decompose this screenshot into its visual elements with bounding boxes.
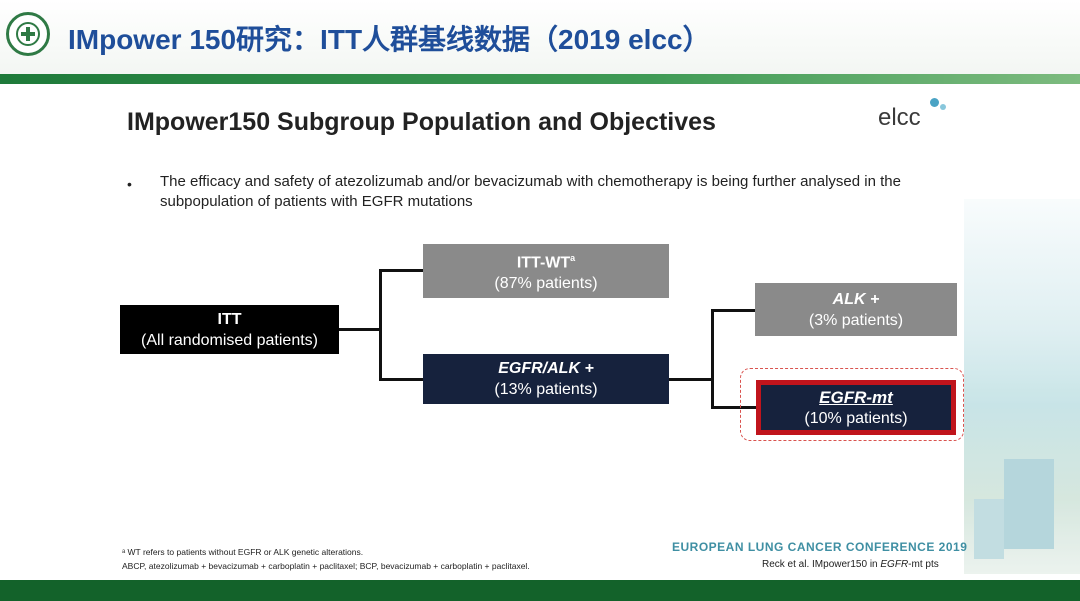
reference-italic: EGFR xyxy=(880,559,909,570)
bullet-icon: • xyxy=(127,176,132,192)
reference-text: Reck et al. IMpower150 in xyxy=(762,559,881,570)
itt-wt-footnote-mark: a xyxy=(570,252,576,263)
itt-wt-box: ITT-WTa (87% patients) xyxy=(423,244,669,298)
elcc-logo: elcc xyxy=(878,104,921,131)
hospital-emblem-icon xyxy=(6,12,50,56)
egfr-alk-box: EGFR/ALK + (13% patients) xyxy=(423,354,669,404)
itt-sublabel: (All randomised patients) xyxy=(141,331,318,349)
reference: Reck et al. IMpower150 in EGFR-mt pts xyxy=(762,559,939,570)
itt-wt-label: ITT-WT xyxy=(516,254,571,272)
elcc-logo-mark xyxy=(930,98,939,107)
egfr-alk-sublabel: (13% patients) xyxy=(494,381,598,398)
footnote-line: ᵃ WT refers to patients without EGFR or … xyxy=(122,547,364,557)
slide-content: IMpower150 Subgroup Population and Objec… xyxy=(0,84,1080,580)
connector-line xyxy=(669,378,713,381)
egfr-mt-sublabel: (10% patients) xyxy=(804,409,908,427)
elcc-logo-mark xyxy=(940,104,946,110)
bullet-text: The efficacy and safety of atezolizumab … xyxy=(160,173,901,210)
reference-suffix: -mt pts xyxy=(908,559,939,570)
connector-line xyxy=(711,309,755,312)
connector-line xyxy=(379,378,423,381)
itt-box: ITT (All randomised patients) xyxy=(120,305,339,354)
connector-line xyxy=(379,269,423,272)
egfr-alk-label: EGFR/ALK + xyxy=(498,360,594,377)
footnote: ᵃ WT refers to patients without EGFR or … xyxy=(122,545,530,573)
page-title: IMpower 150研究：ITT人群基线数据（2019 elcc） xyxy=(68,24,711,55)
background-building-image xyxy=(964,199,1080,574)
egfr-mt-highlight xyxy=(740,368,964,441)
footer-bar xyxy=(0,580,1080,601)
egfr-mt-label: EGFR-mt xyxy=(819,387,893,407)
itt-label: ITT xyxy=(217,310,242,328)
conference-name: EUROPEAN LUNG CANCER CONFERENCE 2019 xyxy=(672,540,968,554)
connector-line xyxy=(339,328,381,331)
alk-box: ALK + (3% patients) xyxy=(755,283,957,336)
footnote-line: ABCP, atezolizumab + bevacizumab + carbo… xyxy=(122,561,530,571)
header-bar: IMpower 150研究：ITT人群基线数据（2019 elcc） xyxy=(0,0,1080,74)
connector-line xyxy=(379,269,382,381)
header-divider xyxy=(0,74,1080,84)
alk-label: ALK + xyxy=(832,290,880,308)
connector-line xyxy=(711,406,756,409)
itt-wt-sublabel: (87% patients) xyxy=(494,275,598,293)
slide-title: IMpower150 Subgroup Population and Objec… xyxy=(127,108,716,136)
connector-line xyxy=(711,309,714,409)
alk-sublabel: (3% patients) xyxy=(808,311,904,329)
egfr-mt-box: EGFR-mt (10% patients) xyxy=(756,380,956,435)
